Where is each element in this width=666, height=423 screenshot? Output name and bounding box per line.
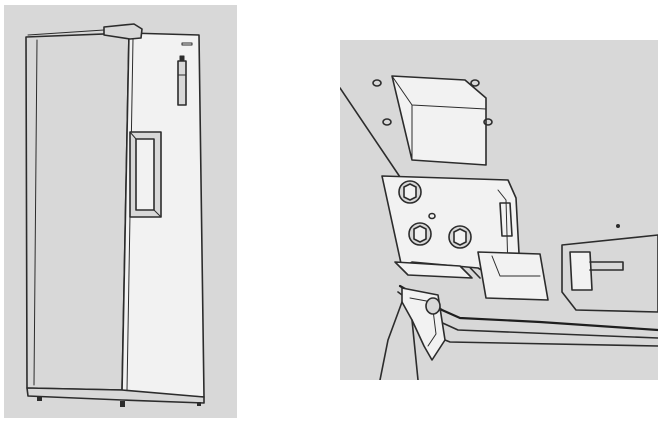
hinge-bushing (425, 297, 441, 315)
door-hinge-hook (401, 287, 446, 361)
hinge-pin-arm-detail (491, 255, 541, 277)
bottom-plinth (26, 387, 205, 404)
hinge-slot (499, 202, 513, 237)
top-cover-line (27, 29, 105, 36)
appliance-drawing (25, 23, 205, 407)
cabinet-side-edge (33, 39, 38, 386)
bolt-bottom-left (408, 222, 432, 246)
screw-hole-left (382, 118, 392, 126)
door-pin (589, 261, 624, 271)
display-indicator (179, 55, 185, 61)
appliance-overview-panel (4, 5, 237, 418)
control-display (177, 60, 187, 106)
hinge-detail-panel (340, 40, 658, 380)
screw-hole-right (483, 118, 493, 126)
handle-bevel (153, 209, 162, 218)
door-screw-mark (616, 224, 620, 228)
screw-hole-top-right (470, 79, 480, 87)
door-left-edge-inner (411, 319, 419, 380)
brand-mark (181, 42, 193, 46)
screw-hole-top-left (372, 79, 382, 87)
rear-foot (197, 402, 201, 406)
small-pin-hole (428, 212, 436, 220)
handle-bevel (129, 131, 137, 140)
door-hinge-block (569, 251, 593, 291)
hinge-drawing (340, 75, 658, 380)
top-recess (391, 75, 487, 166)
hinge-pin-bracket (394, 261, 473, 279)
cabinet-side (25, 32, 130, 391)
bolt-top (398, 180, 422, 204)
top-hinge-cover (103, 23, 143, 40)
door-handle-grip (135, 138, 155, 211)
bolt-bottom-right (448, 225, 472, 249)
door-gasket-lower (419, 329, 658, 347)
front-right-foot (120, 401, 125, 407)
door-left-edge (379, 301, 403, 380)
door-hinge-hook-inner (409, 297, 437, 347)
hinge-plate-bend (497, 189, 509, 271)
front-left-foot (37, 396, 42, 401)
